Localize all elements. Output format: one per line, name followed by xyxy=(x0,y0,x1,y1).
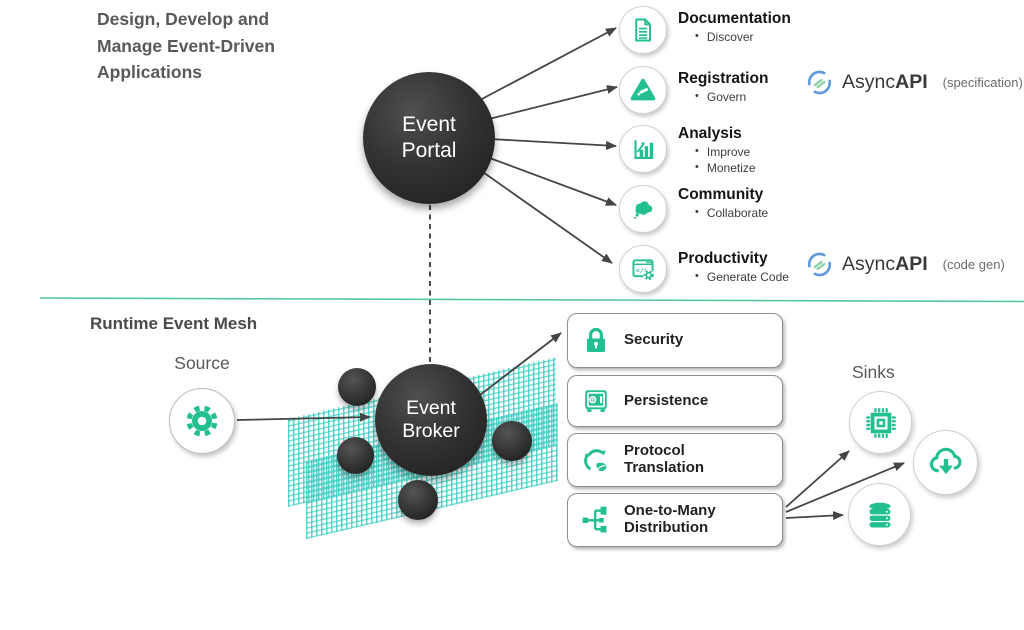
feature-title: Registration xyxy=(678,70,769,87)
page-title: Design, Develop and Manage Event-Driven … xyxy=(97,9,275,83)
arrow-portal-documentation xyxy=(479,27,617,101)
asyncapi-note: (code gen) xyxy=(942,257,1005,272)
feature-bullet: • Generate Code xyxy=(678,270,789,284)
asyncapi-wordmark: AsyncAPI xyxy=(842,253,928,276)
source-label: Source xyxy=(174,353,230,373)
asyncapi-note: (specification) xyxy=(942,75,1023,90)
analysis-icon-circle xyxy=(619,125,667,173)
feature-title: Documentation xyxy=(678,10,791,27)
capability-box-persistence: Persistence xyxy=(567,375,783,427)
asyncapi-logo-icon xyxy=(807,70,832,95)
community-icon-circle xyxy=(619,185,667,233)
bullet-glyph: • xyxy=(695,30,699,42)
bullet-text: Improve xyxy=(706,145,751,159)
event-broker-label: Event Broker xyxy=(402,396,460,442)
capability-label: One-to-Many Distribution xyxy=(624,502,716,536)
code-window-gear-icon: </> xyxy=(632,259,655,281)
sink-chip-node xyxy=(849,391,912,454)
registration-icon-circle xyxy=(619,66,667,114)
capability-box-protocol-translation: Protocol Translation xyxy=(567,433,783,487)
sinks-label: Sinks xyxy=(852,362,895,382)
feature-documentation: Documentation • Discover xyxy=(678,10,791,44)
feature-title: Community xyxy=(678,186,764,203)
bullet-glyph: • xyxy=(695,90,699,102)
asyncapi-codegen-lockup: AsyncAPI (code gen) xyxy=(806,251,1005,278)
capability-label: Persistence xyxy=(624,391,709,409)
bullet-text: Monetize xyxy=(706,161,756,176)
feature-title: Analysis xyxy=(678,125,742,142)
feature-bullet: • Collaborate xyxy=(678,206,768,220)
bullet-text: Collaborate xyxy=(706,206,769,220)
bullet-text: Govern xyxy=(706,90,747,104)
documentation-icon-circle xyxy=(619,6,667,54)
asyncapi-name-bold: API xyxy=(895,253,928,275)
broker-satellite-node xyxy=(398,480,438,520)
asyncapi-name-regular: Async xyxy=(842,253,896,275)
productivity-icon-circle: </> xyxy=(619,245,667,293)
feature-bullet: • Improve xyxy=(678,145,756,159)
broker-satellite-node xyxy=(338,368,376,406)
bullet-glyph: • xyxy=(695,206,699,218)
asyncapi-logo-icon xyxy=(807,252,832,277)
arrow-portal-registration xyxy=(484,85,618,121)
arrow-portal-community xyxy=(486,156,617,206)
feature-productivity: Productivity • Generate Code xyxy=(678,250,789,284)
arrow-distribution-chip xyxy=(785,450,850,508)
arrow-portal-productivity xyxy=(479,169,613,264)
asyncapi-name-regular: Async xyxy=(842,71,896,93)
thought-cloud-icon xyxy=(634,201,653,219)
cloud-download-icon xyxy=(929,447,961,474)
lock-icon xyxy=(586,327,606,352)
capability-box-security: Security xyxy=(567,313,783,368)
feature-bullet: • Monetize xyxy=(678,161,756,175)
section-divider-line xyxy=(39,297,1024,303)
broker-satellite-node xyxy=(492,421,532,461)
capability-box-one-to-many: One-to-Many Distribution xyxy=(567,493,783,547)
bullet-glyph: • xyxy=(695,161,699,174)
bullet-text: Generate Code xyxy=(706,270,789,284)
distribution-tree-icon xyxy=(582,506,607,533)
broker-satellite-node xyxy=(337,437,374,474)
feature-title: Productivity xyxy=(678,250,768,267)
capability-label: Security xyxy=(624,331,684,349)
feature-bullet: • Govern xyxy=(678,90,768,104)
arrow-distribution-database xyxy=(785,511,844,521)
database-icon xyxy=(869,502,890,527)
feature-bullet: • Discover xyxy=(678,30,791,44)
bullet-glyph: • xyxy=(695,270,699,282)
document-icon xyxy=(635,18,651,42)
asyncapi-name-bold: API xyxy=(895,71,928,93)
event-portal-label: Event Portal xyxy=(401,113,457,162)
bar-chart-icon xyxy=(634,140,654,160)
event-broker-node: Event Broker xyxy=(375,364,487,476)
svg-text:</>: </> xyxy=(636,266,648,274)
gear-icon xyxy=(186,405,218,437)
asyncapi-wordmark: AsyncAPI xyxy=(842,71,928,94)
arrow-portal-analysis xyxy=(489,138,617,150)
sink-cloud-download-node xyxy=(913,430,978,495)
bullet-glyph: • xyxy=(695,145,699,157)
recycle-leaf-icon xyxy=(584,449,607,472)
registration-sign-icon xyxy=(630,78,656,101)
asyncapi-specification-lockup: AsyncAPI (specification) xyxy=(806,69,1023,96)
capability-label: Protocol Translation xyxy=(624,442,705,476)
event-portal-node: Event Portal xyxy=(363,72,495,204)
feature-community: Community • Collaborate xyxy=(678,186,768,220)
safe-icon xyxy=(585,390,607,412)
sink-database-node xyxy=(848,483,911,546)
feature-analysis: Analysis • Improve • Monetize xyxy=(678,125,756,175)
source-node xyxy=(169,388,235,454)
feature-registration: Registration • Govern xyxy=(678,70,768,104)
chip-icon xyxy=(865,407,896,438)
bullet-text: Discover xyxy=(706,30,754,44)
runtime-section-heading: Runtime Event Mesh xyxy=(90,314,258,333)
